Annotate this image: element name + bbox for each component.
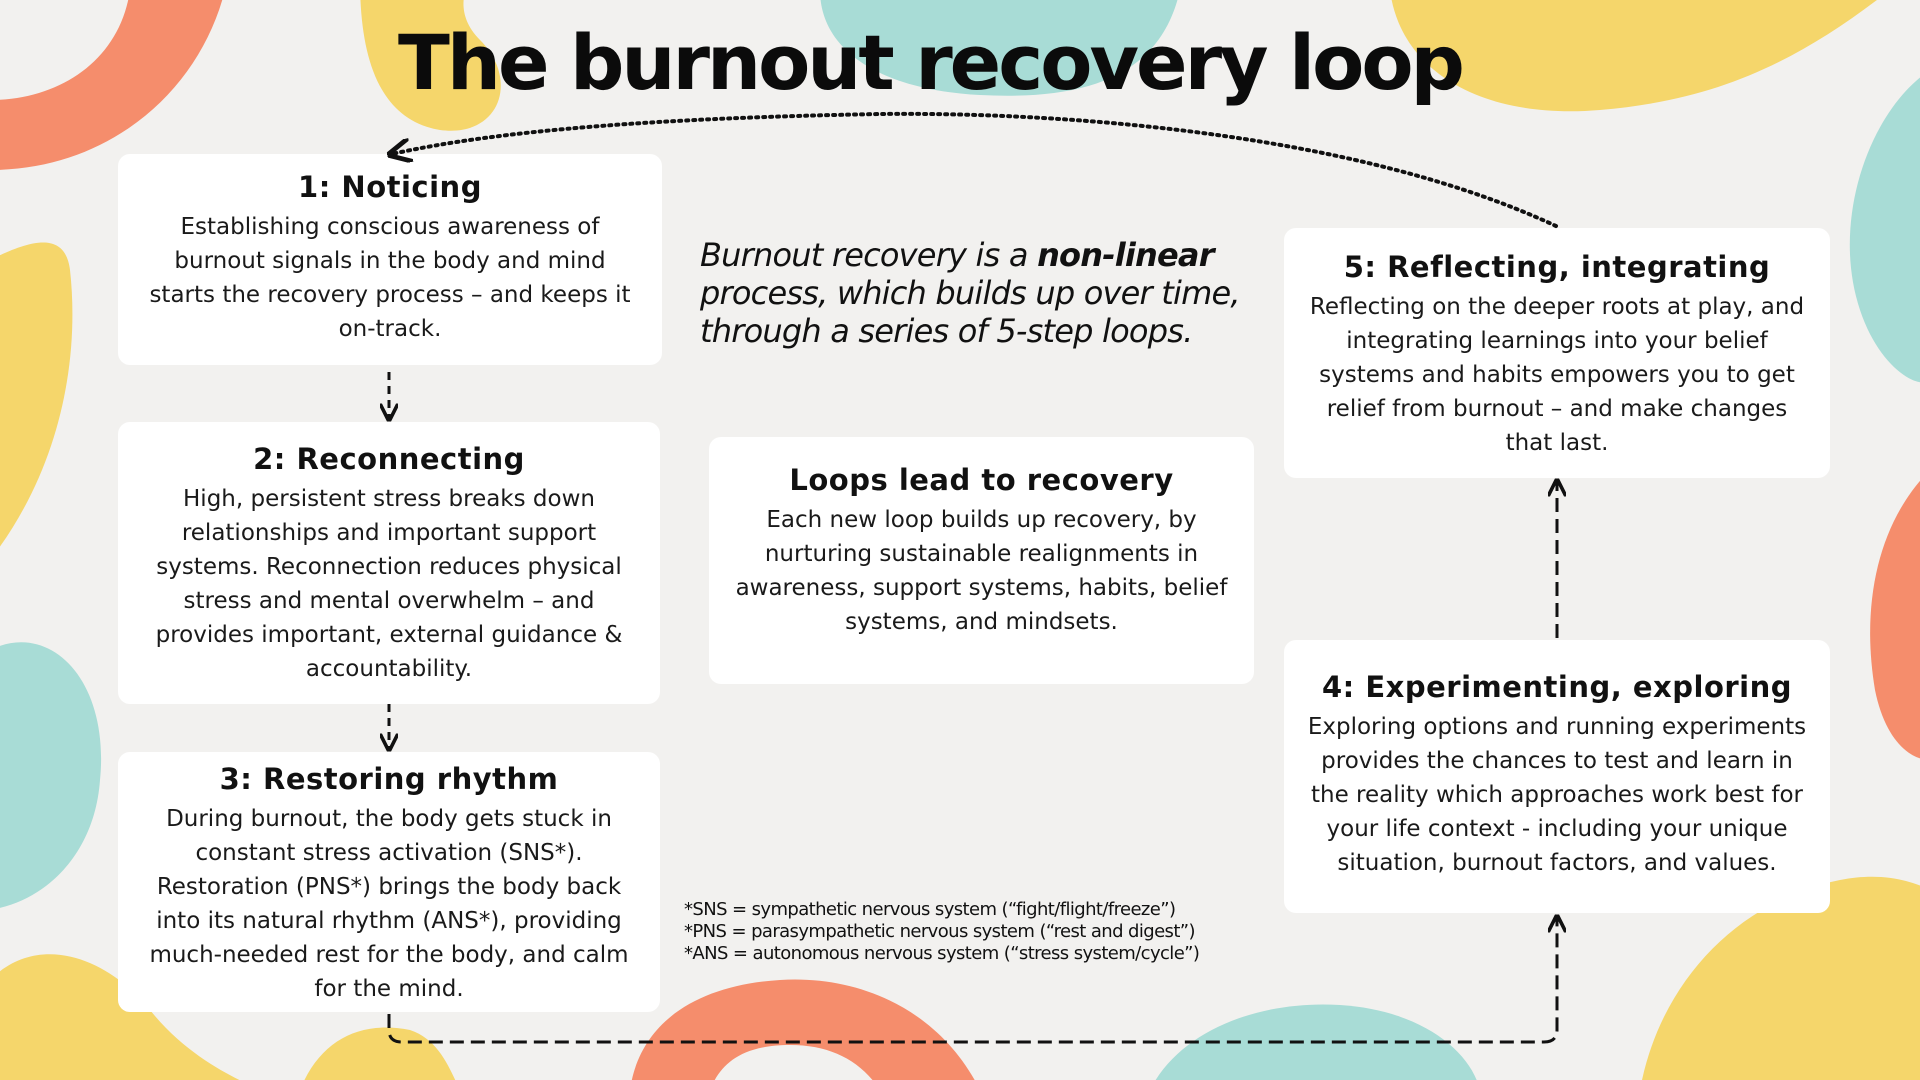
step-card-reflecting-integrating: 5: Reflecting, integrating Reflecting on… [1284,228,1830,478]
footnote-pns: *PNS = parasympathetic nervous system (“… [684,921,1196,942]
step-description: Exploring options and running experiment… [1307,714,1807,876]
footnotes: *SNS = sympathetic nervous system (“figh… [684,899,1284,965]
step-description: During burnout, the body gets stuck in c… [149,806,629,1002]
step-heading: 3: Restoring rhythm [219,762,559,796]
intro-statement: Burnout recovery is a non-linear process… [700,236,1260,350]
footnote-ans: *ANS = autonomous nervous system (“stres… [684,943,1200,964]
page-title: The burnout recovery loop [398,18,1465,107]
summary-description: Each new loop builds up recovery, by nur… [735,507,1228,635]
yellow-blob-top-right [1391,0,1877,112]
intro-emphasis: non-linear [1037,236,1214,274]
step-heading: 5: Reflecting, integrating [1343,250,1771,284]
step-heading: 4: Experimenting, exploring [1321,670,1793,704]
yellow-blob-left [0,242,73,547]
step-card-restoring-rhythm: 3: Restoring rhythm During burnout, the … [118,752,660,1012]
step-description: Establishing conscious awareness of burn… [149,214,631,342]
teal-blob-left [0,642,102,908]
teal-blob-bottom [1155,1004,1477,1080]
step-heading: 2: Reconnecting [253,442,525,476]
coral-ring-top-left [0,0,223,170]
teal-blob-right [1849,77,1920,383]
yellow-blob-top-left [360,0,501,131]
summary-heading: Loops lead to recovery [789,463,1174,497]
step-card-noticing: 1: Noticing Establishing conscious aware… [118,154,662,365]
step-card-reconnecting: 2: Reconnecting High, persistent stress … [118,422,660,704]
step-description: Reflecting on the deeper roots at play, … [1309,294,1805,456]
intro-text-start: Burnout recovery is a [700,236,1038,274]
step-heading: 1: Noticing [298,170,482,204]
yellow-blob-bottom-mid [304,1027,456,1080]
teal-blob-top [820,0,1178,96]
coral-blob-right [1870,480,1920,759]
yellow-blob-bottom-right [1642,876,1920,1080]
footnote-sns: *SNS = sympathetic nervous system (“figh… [684,899,1176,920]
loops-summary-card: Loops lead to recovery Each new loop bui… [709,437,1254,684]
step-description: High, persistent stress breaks down rela… [155,486,623,682]
coral-ring-bottom [631,979,975,1080]
intro-text-end: process, which builds up over time, thro… [700,274,1241,350]
yellow-blob-bottom-left [0,954,240,1080]
step-card-experimenting-exploring: 4: Experimenting, exploring Exploring op… [1284,640,1830,913]
